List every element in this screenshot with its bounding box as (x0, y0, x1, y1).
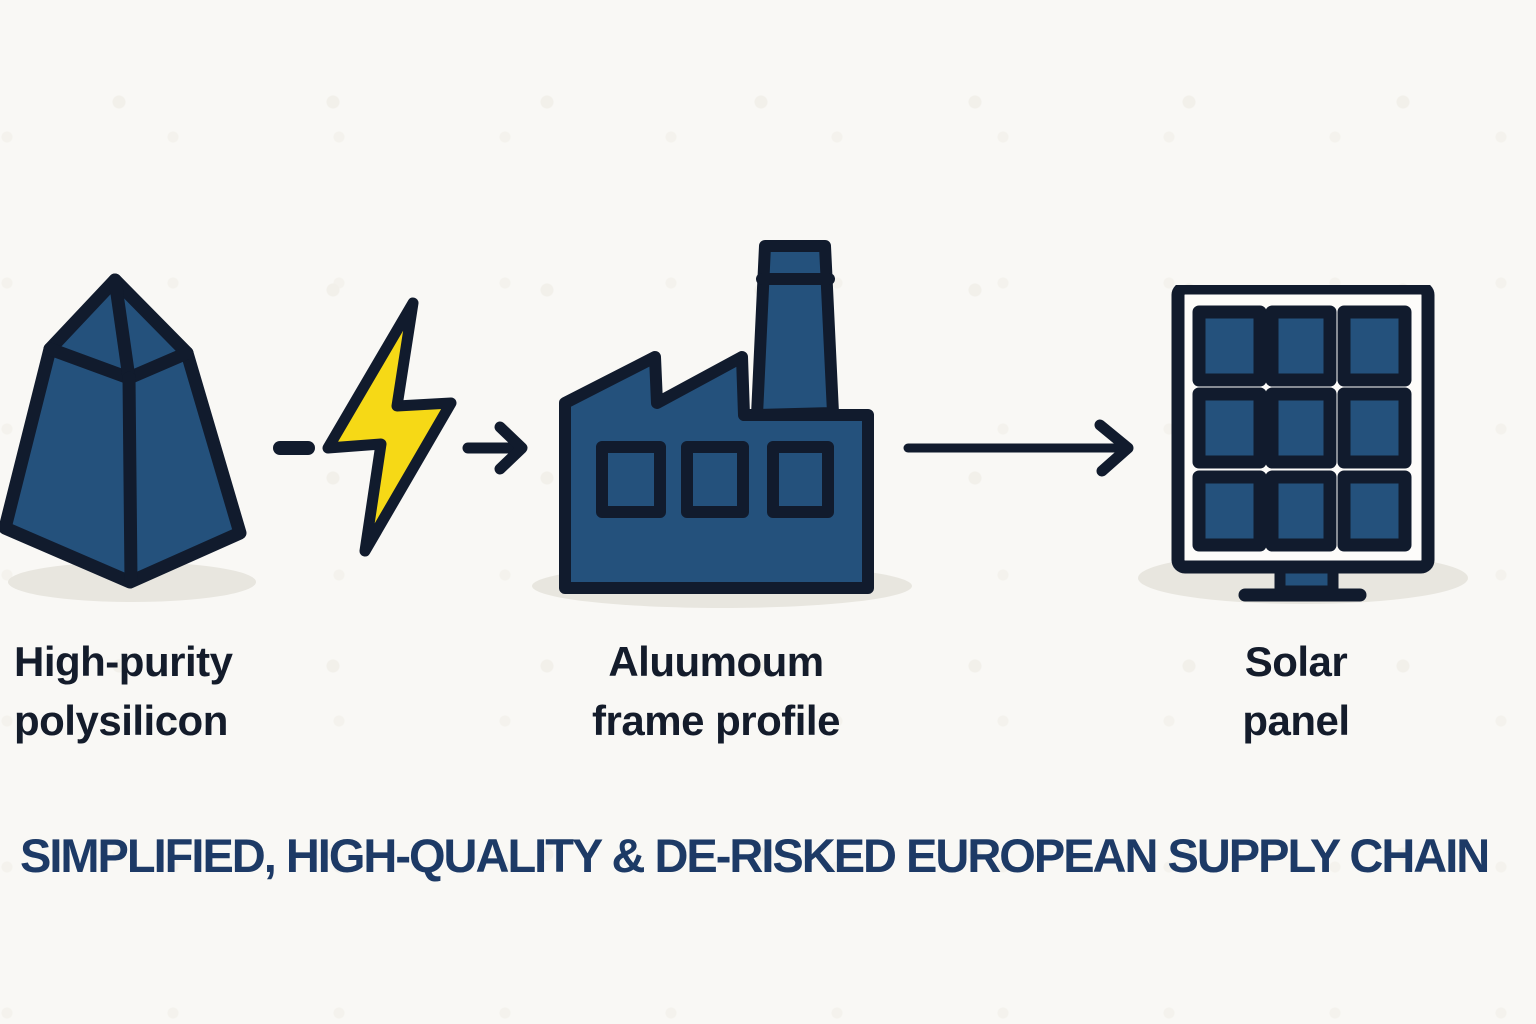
long-arrow-right-icon (903, 419, 1134, 477)
solar-panel-label-line2: panel (1242, 697, 1350, 744)
solar-panel-label: Solar panel (1186, 632, 1406, 750)
polysilicon-label-line2: polysilicon (14, 697, 228, 744)
frame-profile-label: Aluumoum frame profile (555, 632, 877, 750)
frame-profile-label-line2: frame profile (592, 697, 840, 744)
dash-connector (273, 441, 315, 455)
frame-profile-label-line1: Aluumoum (608, 638, 824, 685)
factory-icon (559, 240, 874, 594)
short-arrow-right-icon (462, 421, 528, 475)
polysilicon-label-line1: High-purity (14, 638, 233, 685)
polysilicon-crystal-icon (0, 273, 247, 589)
solar-panel-label-line1: Solar (1244, 638, 1348, 685)
lightning-bolt-icon (322, 297, 457, 557)
polysilicon-label: High-purity polysilicon (14, 632, 233, 750)
headline: SIMPLIFIED, HIGH-QUALITY & DE-RISKED EUR… (20, 829, 1490, 882)
solar-panel-icon (1171, 285, 1435, 602)
